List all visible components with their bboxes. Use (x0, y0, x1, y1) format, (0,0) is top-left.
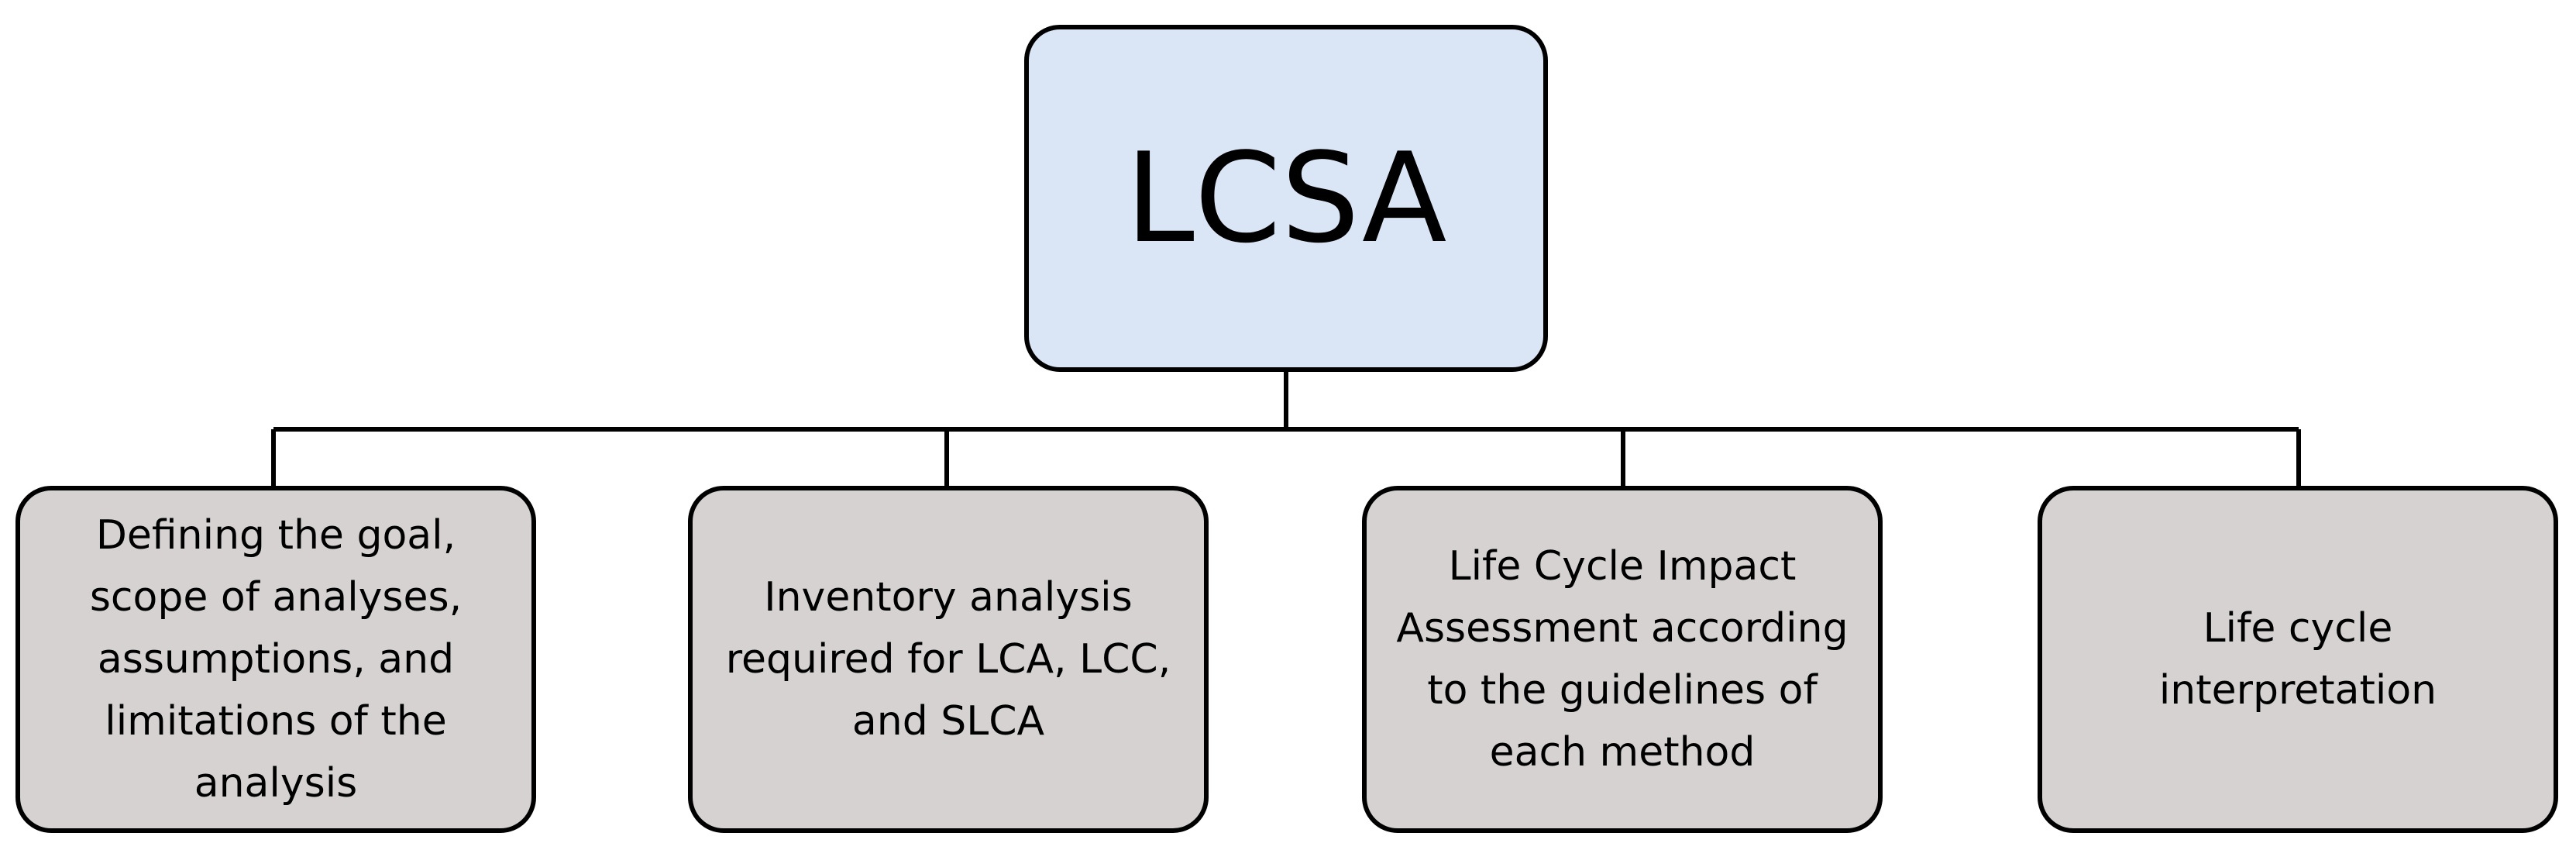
child-node-impact-assessment: Life Cycle Impact Assessment according t… (1362, 486, 1883, 833)
child-node-label: Inventory analysis required for LCA, LCC… (725, 574, 1171, 745)
child-node-label: Life cycle interpretation (2158, 605, 2437, 714)
child-node-goal-scope: Defining the goal, scope of analyses, as… (15, 486, 536, 833)
child-node-interpretation: Life cycle interpretation (2038, 486, 2558, 833)
child-node-inventory-analysis: Inventory analysis required for LCA, LCC… (688, 486, 1209, 833)
root-node-label: LCSA (1125, 126, 1447, 270)
child-node-label: Life Cycle Impact Assessment according t… (1396, 543, 1849, 776)
root-node: LCSA (1024, 25, 1548, 372)
child-node-label: Defining the goal, scope of analyses, as… (89, 512, 463, 807)
